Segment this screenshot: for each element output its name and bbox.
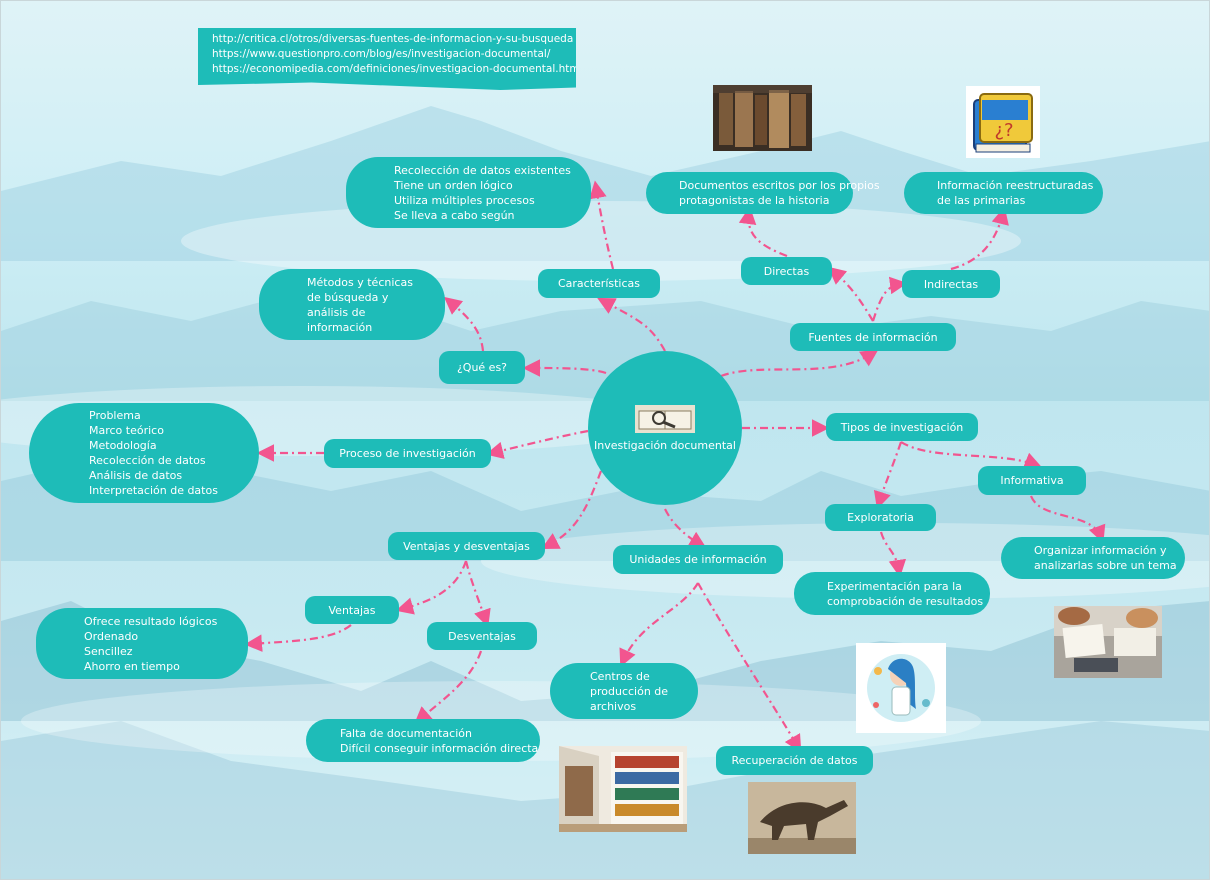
list-item: Se lleva a cabo según [394, 208, 515, 222]
fuentes-node[interactable]: Fuentes de información [790, 323, 956, 351]
indirectas-node[interactable]: Indirectas [902, 270, 1000, 298]
list-item: analizarlas sobre un tema [1034, 559, 1177, 572]
proceso-node[interactable]: Proceso de investigación [324, 439, 491, 468]
list-item: Marco teórico [89, 424, 164, 437]
connector-caracteristicas-list [589, 180, 615, 270]
desventajas-node[interactable]: Desventajas [427, 622, 537, 650]
connector-directas-doc [738, 206, 788, 258]
list-item: información [307, 320, 373, 334]
connector-tipos-informativa [900, 441, 1043, 470]
recuperacion-node[interactable]: Recuperación de datos [716, 746, 873, 775]
connector-center-fuentes [720, 349, 879, 378]
caracteristicas-list-node[interactable]: Recolección de datos existentes Tiene un… [346, 157, 591, 228]
connector-unidades-recuperacion [697, 582, 802, 753]
connector-fuentes-indirectas [871, 276, 908, 322]
list-item: Ahorro en tiempo [84, 659, 180, 673]
centros-node[interactable]: Centros de producción de archivos [550, 663, 698, 719]
directas-node[interactable]: Directas [741, 257, 832, 285]
ventajas-node[interactable]: Ventajas [305, 596, 399, 624]
list-item: Métodos y técnicas [307, 275, 413, 289]
exploratoria-node[interactable]: Exploratoria [825, 504, 936, 531]
connector-center-caracteristicas [597, 297, 666, 352]
ventajas-desventajas-node[interactable]: Ventajas y desventajas [388, 532, 545, 560]
directas-desc-node[interactable]: Documentos escritos por los propios prot… [646, 172, 880, 214]
connector-fuentes-directas [827, 266, 874, 322]
magnifier-book-icon [635, 404, 695, 433]
list-item: protagonistas de la historia [679, 194, 830, 207]
list-item: Documentos escritos por los propios [679, 179, 880, 192]
tipos-node[interactable]: Tipos de investigación [826, 413, 978, 441]
connector-center-que-es [522, 359, 607, 377]
connector-unidades-centros [619, 582, 699, 668]
connector-tipos-exploratoria [873, 441, 903, 510]
connector-indirectas-info [950, 206, 1009, 271]
exploratoria-desc-node[interactable]: Experimentación para la comprobación de … [794, 572, 990, 615]
list-item: Recolección de datos existentes [394, 163, 571, 177]
que-es-list-node[interactable]: Métodos y técnicas de búsqueda y análisi… [259, 269, 445, 340]
library-shelves-photo [559, 746, 687, 832]
list-item: producción de [590, 684, 669, 698]
connector-center-ventajas [541, 470, 603, 550]
list-item: Falta de documentación [340, 726, 472, 740]
list-item: Metodología [89, 439, 157, 452]
connector-center-unidades [664, 508, 707, 549]
list-item: Utiliza múltiples procesos [394, 193, 535, 207]
students-studying-photo [1054, 606, 1162, 678]
informativa-desc-node[interactable]: Organizar información y analizarlas sobr… [1001, 537, 1185, 579]
list-item: de las primarias [937, 194, 1026, 207]
connector-vd-desventajas [464, 560, 491, 628]
list-item: Organizar información y [1034, 544, 1167, 557]
list-item: Análisis de datos [89, 469, 183, 482]
dinosaur-skeleton-photo [748, 782, 856, 854]
reference-links-banner: http://critica.cl/otros/diversas-fuentes… [198, 28, 576, 90]
connector-desventajas-list [414, 650, 483, 725]
list-item: Ordenado [84, 629, 139, 643]
connector-vd-ventajas [395, 560, 468, 615]
connector-informativa-list [1029, 495, 1106, 544]
list-item: Centros de [590, 669, 650, 683]
list-item: Problema [89, 409, 141, 422]
list-item: Información reestructuradas [937, 179, 1094, 192]
list-item: archivos [590, 699, 637, 713]
unidades-node[interactable]: Unidades de información [613, 545, 783, 574]
connector-exploratoria-list [879, 531, 907, 578]
central-topic-label: Investigación documental [594, 438, 736, 452]
svg-text:¿?: ¿? [994, 120, 1013, 141]
list-item: Ofrece resultado lógicos [84, 614, 218, 628]
que-es-node[interactable]: ¿Qué es? [439, 351, 525, 384]
ventajas-list-node[interactable]: Ofrece resultado lógicos Ordenado Sencil… [36, 608, 248, 679]
reference-link[interactable]: http://critica.cl/otros/diversas-fuentes… [212, 33, 574, 45]
informativa-node[interactable]: Informativa [978, 466, 1086, 495]
connector-ventajas-list [244, 624, 352, 652]
book-cartoon-icon: ¿? [966, 86, 1040, 158]
list-item: Recolección de datos [89, 454, 206, 467]
list-item: Experimentación para la [827, 579, 962, 593]
old-books-photo [713, 85, 812, 151]
list-item: de búsqueda y [307, 290, 389, 304]
list-item: Interpretación de datos [89, 484, 218, 497]
list-item: Sencillez [84, 644, 133, 658]
list-item: Tiene un orden lógico [394, 178, 513, 192]
connector-que-es-list [443, 296, 485, 352]
list-item: análisis de [307, 305, 366, 319]
caracteristicas-node[interactable]: Características [538, 269, 660, 298]
list-item: comprobación de resultados [827, 594, 984, 608]
list-item: Difícil conseguir información directa [340, 741, 539, 755]
reference-link[interactable]: https://www.questionpro.com/blog/es/inve… [212, 48, 551, 60]
reference-link[interactable]: https://economipedia.com/definiciones/in… [212, 63, 583, 75]
central-topic-node[interactable]: Investigación documental [588, 351, 742, 505]
indirectas-desc-node[interactable]: Información reestructuradas de las prima… [904, 172, 1103, 214]
desventajas-list-node[interactable]: Falta de documentación Difícil conseguir… [306, 719, 540, 762]
scientist-cartoon-icon [856, 643, 946, 733]
connector-center-proceso [485, 429, 589, 459]
proceso-list-node[interactable]: Problema Marco teórico Metodología Recol… [29, 403, 259, 503]
